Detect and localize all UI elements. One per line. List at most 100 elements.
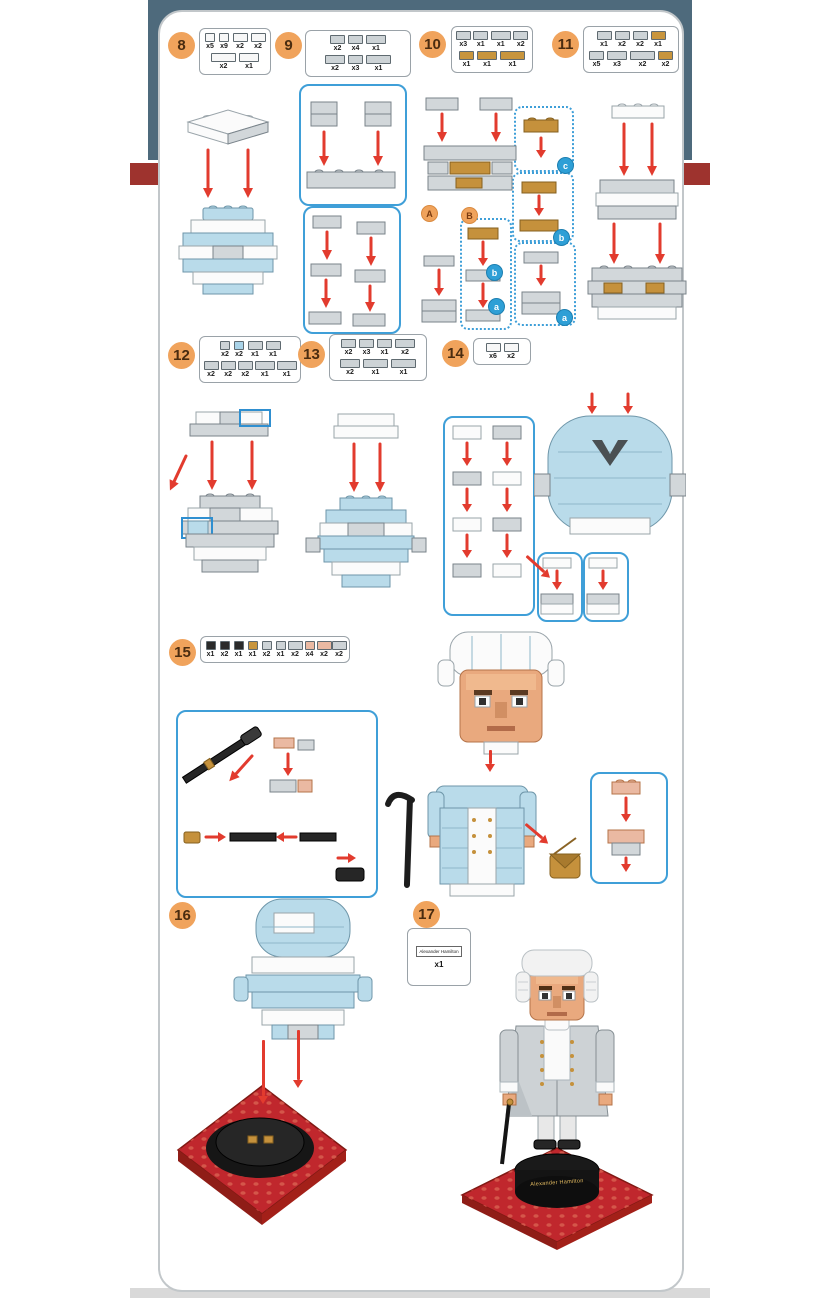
- part: x1: [473, 31, 489, 48]
- step-14-frame: [443, 416, 535, 616]
- part-brick-icon: [203, 361, 219, 370]
- part-qty: x1: [282, 371, 291, 378]
- step-9-badge: 9: [275, 32, 302, 59]
- step-15-satchel-art: [548, 837, 582, 879]
- part: x2: [503, 343, 519, 360]
- step-17-nameplate-box: Alexander Hamilton x1: [407, 928, 471, 986]
- part: x1: [366, 35, 386, 52]
- part-qty: x1: [374, 65, 383, 72]
- step-15-badge: 15: [169, 639, 196, 666]
- part: x1: [239, 53, 259, 70]
- part: x1: [391, 359, 416, 376]
- part-brick-icon: [348, 35, 363, 44]
- part-brick-icon: [490, 31, 511, 40]
- part-brick-icon: [265, 341, 281, 350]
- step-13-badge: 13: [298, 341, 325, 368]
- part-brick-icon: [287, 641, 303, 650]
- nameplate-tile-label: Alexander Hamilton: [419, 948, 459, 954]
- part-brick-icon: [250, 33, 266, 42]
- part-brick-icon: [391, 359, 416, 368]
- marker-a-center-badge: a: [488, 298, 505, 315]
- part-qty: x3: [362, 349, 371, 356]
- part-qty: x1: [399, 369, 408, 376]
- part-brick-icon: [275, 641, 286, 650]
- part-brick-icon: [503, 343, 519, 352]
- part-qty: x2: [636, 41, 644, 48]
- part-brick-icon: [239, 53, 259, 62]
- part-brick-icon: [220, 361, 236, 370]
- part-qty: x2: [221, 351, 229, 358]
- part-brick-icon: [325, 55, 345, 64]
- part-brick-icon: [316, 641, 332, 650]
- part: x2: [330, 35, 345, 52]
- part-qty: x2: [320, 651, 328, 658]
- step-10-art-b: [519, 181, 559, 232]
- step-17-badge: 17: [413, 901, 440, 928]
- part: x2: [341, 339, 356, 356]
- part: x1: [366, 55, 391, 72]
- part-brick-icon: [363, 359, 388, 368]
- step-15-cane-art: [385, 791, 415, 888]
- part-qty: x2: [346, 369, 354, 376]
- part-brick-icon: [211, 53, 236, 62]
- parts-row: x2 x1 x1: [334, 359, 422, 376]
- step-12-badge: 12: [168, 342, 195, 369]
- part-brick-icon: [340, 359, 360, 368]
- step-15-body-art: [427, 785, 537, 897]
- part-brick-icon: [304, 641, 315, 650]
- part-qty: x2: [235, 351, 243, 358]
- part: x2: [220, 341, 231, 358]
- part-brick-icon: [596, 31, 612, 40]
- marker-c-badge: c: [557, 157, 574, 174]
- step-15-head-art: [437, 631, 565, 755]
- part-qty: x5: [592, 61, 601, 68]
- part: x1: [500, 51, 525, 68]
- part-qty: x1: [248, 651, 257, 658]
- part: x2: [203, 361, 219, 378]
- part-qty: x1: [234, 651, 243, 658]
- step-9-frame-1: [299, 84, 407, 206]
- step-11-assembly-art: [587, 103, 687, 320]
- part-brick-icon: [254, 361, 275, 370]
- part: x2: [316, 641, 332, 658]
- part-brick-icon: [234, 341, 244, 350]
- part-qty: x2: [401, 349, 409, 356]
- step-9-art-2: [308, 215, 386, 327]
- step-14-stack-art-2: [586, 557, 620, 615]
- part-brick-icon: [589, 51, 604, 60]
- nameplate-qty: x1: [434, 959, 444, 969]
- part: x5: [205, 33, 216, 50]
- part: x5: [589, 51, 604, 68]
- part-qty: x3: [459, 41, 468, 48]
- part-brick-icon: [247, 341, 263, 350]
- part-qty: x2: [254, 43, 262, 50]
- step-17-figure-art: [460, 949, 654, 1250]
- step-10-art-center: [465, 227, 501, 322]
- part: x1: [363, 359, 388, 376]
- step-9-art-1: [306, 101, 396, 189]
- step-14-stack-frame-2: [583, 552, 629, 622]
- part: x2: [237, 361, 253, 378]
- part: x4: [348, 35, 363, 52]
- step-13-assembly-art: [305, 413, 427, 588]
- part-brick-icon: [632, 31, 648, 40]
- part-qty: x2: [638, 61, 647, 68]
- part-qty: x1: [600, 41, 608, 48]
- marker-a-badge: a: [556, 309, 573, 326]
- part: x2: [250, 33, 266, 50]
- part: x2: [513, 31, 529, 48]
- step-8-assembly-art: [178, 109, 278, 295]
- part-brick-icon: [219, 641, 230, 650]
- part-brick-icon: [485, 343, 501, 352]
- part: x2: [331, 641, 347, 658]
